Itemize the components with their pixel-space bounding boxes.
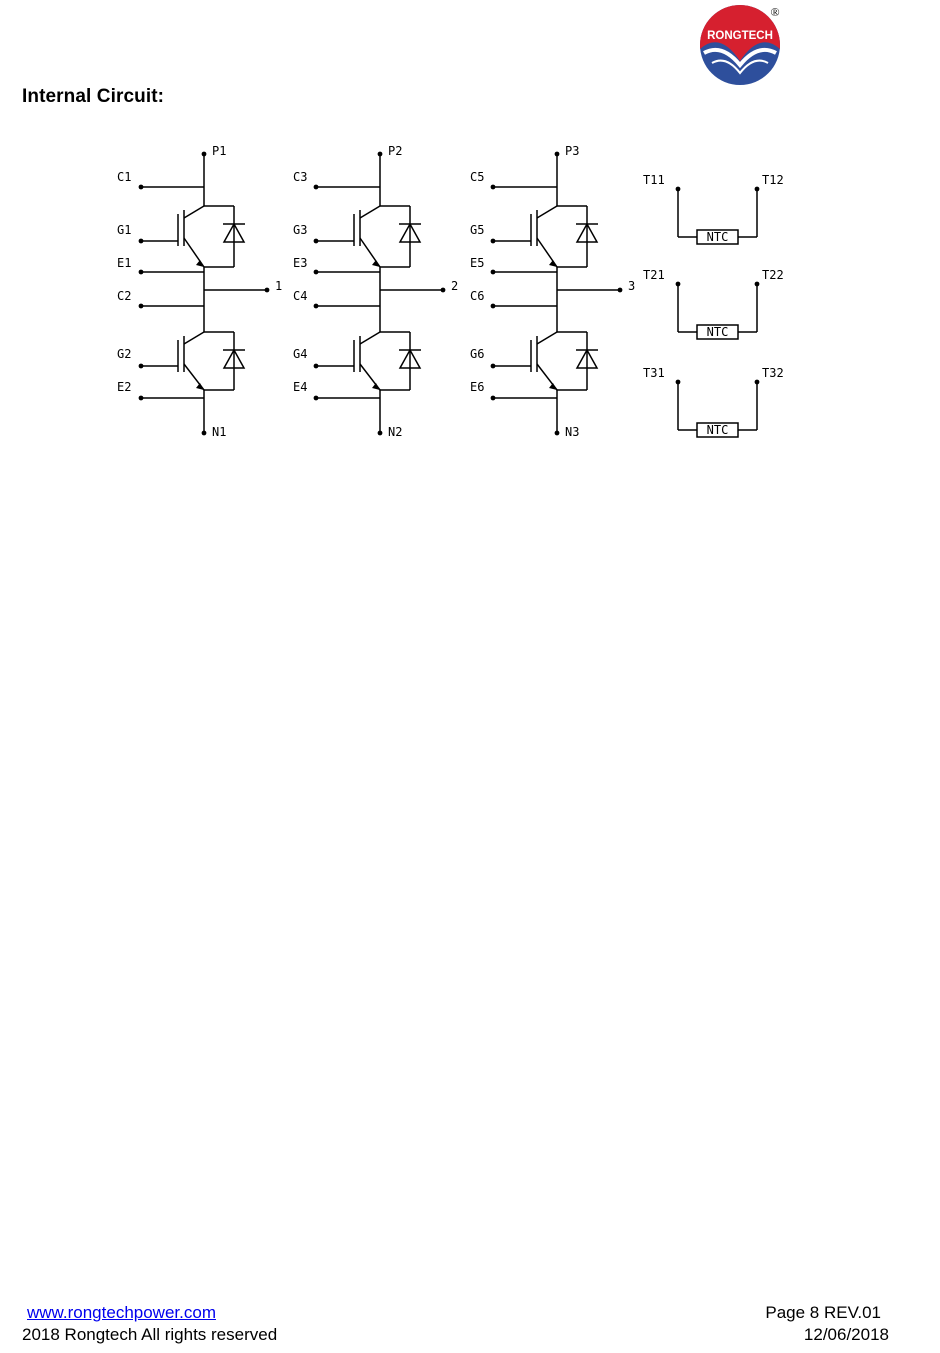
ntc-thermistor-2: NTC T21 T22 <box>643 268 784 340</box>
terminal-label: G5 <box>470 223 484 237</box>
rongtech-logo: RONGTECH ® <box>700 5 780 85</box>
ntc-thermistor-3: NTC T31 T32 <box>643 366 784 438</box>
terminal-label: E6 <box>470 380 484 394</box>
terminal-label: P1 <box>212 144 226 158</box>
terminal-label: 3 <box>628 279 635 293</box>
copyright-text: 2018 Rongtech All rights reserved <box>22 1325 278 1344</box>
terminal-label: C5 <box>470 170 484 184</box>
terminal-label: E3 <box>293 256 307 270</box>
terminal-label: C3 <box>293 170 307 184</box>
terminal-label: E5 <box>470 256 484 270</box>
terminal-label: C6 <box>470 289 484 303</box>
terminal-label: N1 <box>212 425 226 439</box>
logo-text: RONGTECH <box>707 30 773 42</box>
document-date: 12/06/2018 <box>803 1325 889 1344</box>
terminal-label: P2 <box>388 144 402 158</box>
terminal-label: C2 <box>117 289 131 303</box>
ntc-thermistor-1: NTC T11 T12 <box>643 173 784 245</box>
terminal-label: T22 <box>762 268 784 282</box>
terminal-label: T31 <box>643 366 665 380</box>
terminal-label: 2 <box>451 279 458 293</box>
terminal-label: G4 <box>293 347 307 361</box>
terminal-label: G1 <box>117 223 131 237</box>
section-title: Internal Circuit: <box>22 86 165 107</box>
registered-mark: ® <box>770 5 779 19</box>
terminal-label: G6 <box>470 347 484 361</box>
terminal-label: E4 <box>293 380 307 394</box>
terminal-label: NTC <box>707 423 729 437</box>
terminal-label: E2 <box>117 380 131 394</box>
terminal-label: T32 <box>762 366 784 380</box>
terminal-label: G2 <box>117 347 131 361</box>
terminal-label: P3 <box>565 144 579 158</box>
terminal-label: NTC <box>707 230 729 244</box>
terminal-label: G3 <box>293 223 307 237</box>
page-revision: Page 8 REV.01 <box>765 1303 881 1322</box>
terminal-label: N2 <box>388 425 402 439</box>
terminal-label: NTC <box>707 325 729 339</box>
terminal-label: T11 <box>643 173 665 187</box>
terminal-label: C4 <box>293 289 307 303</box>
terminal-label: 1 <box>275 279 282 293</box>
terminal-label: E1 <box>117 256 131 270</box>
website-link[interactable]: www.rongtechpower.com <box>27 1303 216 1322</box>
terminal-label: T21 <box>643 268 665 282</box>
terminal-label: T12 <box>762 173 784 187</box>
terminal-label: C1 <box>117 170 131 184</box>
terminal-label: N3 <box>565 425 579 439</box>
